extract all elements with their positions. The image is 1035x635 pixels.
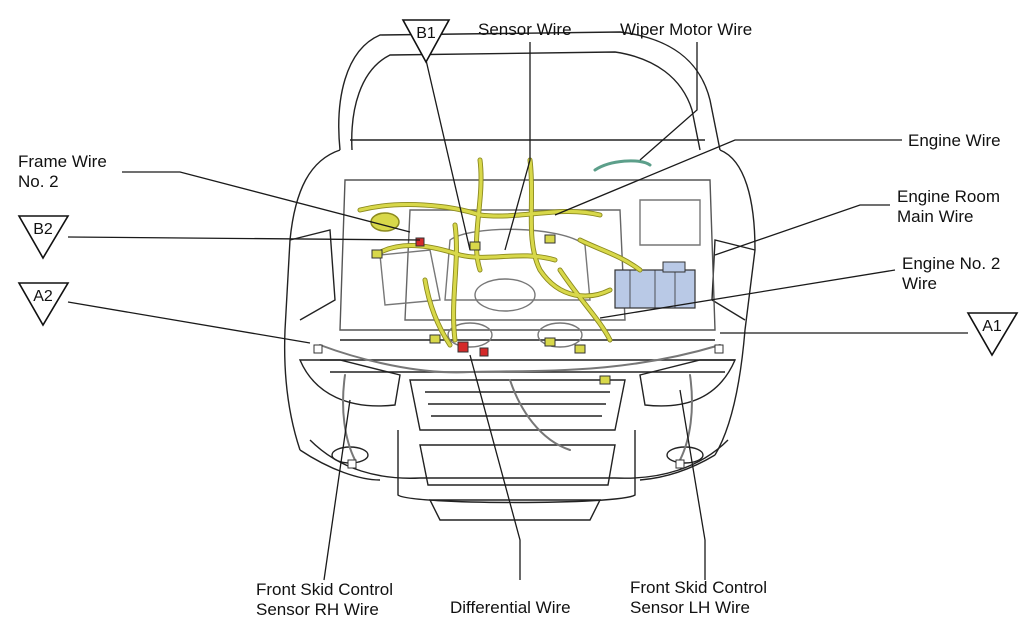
- leader-sensor-wire: [504, 42, 531, 251]
- label-front-skid-lh-line2: Sensor LH Wire: [630, 598, 750, 617]
- label-engine-room-main-wire: Engine Room Main Wire: [897, 187, 1000, 227]
- label-engine-no2-wire: Engine No. 2 Wire: [902, 254, 1000, 294]
- leader-lines: [67, 42, 968, 581]
- connector-tag-b2: B2: [17, 215, 70, 260]
- label-frame-wire-no2-line1: Frame Wire: [18, 152, 107, 171]
- label-wiper-motor-wire: Wiper Motor Wire: [620, 20, 753, 39]
- svg-text:A2: A2: [33, 288, 53, 305]
- label-engine-wire: Engine Wire: [908, 131, 1001, 150]
- leader-front-skid-rh: [323, 399, 351, 581]
- leader-a2: [67, 301, 311, 344]
- leader-engine-wire: [554, 139, 902, 216]
- connector-tag-a2: A2: [17, 282, 70, 327]
- leader-wiper-motor-wire: [639, 42, 698, 161]
- label-differential-wire: Differential Wire: [450, 598, 571, 617]
- leader-frame-wire-no2: [122, 171, 411, 233]
- label-engine-no2-wire-line1: Engine No. 2: [902, 254, 1001, 273]
- connector-tag-b1: B1: [401, 19, 451, 64]
- wiring-harness: [319, 157, 721, 461]
- connector-blocks: [313, 234, 724, 469]
- engine-room-relay-box: [614, 261, 696, 309]
- svg-text:B1: B1: [416, 25, 436, 42]
- label-sensor-wire: Sensor Wire: [478, 20, 572, 39]
- label-front-skid-lh-line1: Front Skid Control: [630, 578, 767, 597]
- svg-text:B2: B2: [33, 221, 53, 238]
- leader-front-skid-lh: [679, 389, 706, 580]
- leader-engine-room-main-wire: [714, 204, 890, 256]
- label-front-skid-rh-line2: Sensor RH Wire: [256, 600, 379, 619]
- label-engine-room-main-wire-line1: Engine Room: [897, 187, 1001, 206]
- svg-text:A1: A1: [982, 318, 1002, 335]
- leader-engine-no2-wire: [599, 269, 896, 319]
- leader-b1: [425, 59, 471, 251]
- label-frame-wire-no2: Frame Wire No. 2: [18, 152, 107, 192]
- label-frame-wire-no2-line2: No. 2: [18, 172, 59, 191]
- label-front-skid-lh: Front Skid Control Sensor LH Wire: [630, 578, 767, 618]
- leader-b2: [67, 236, 421, 241]
- label-engine-no2-wire-line2: Wire: [902, 274, 937, 293]
- label-engine-room-main-wire-line2: Main Wire: [897, 207, 974, 226]
- label-front-skid-rh: Front Skid Control Sensor RH Wire: [256, 580, 393, 620]
- connector-tag-a1: A1: [966, 312, 1019, 357]
- leader-differential: [469, 354, 521, 580]
- label-front-skid-rh-line1: Front Skid Control: [256, 580, 393, 599]
